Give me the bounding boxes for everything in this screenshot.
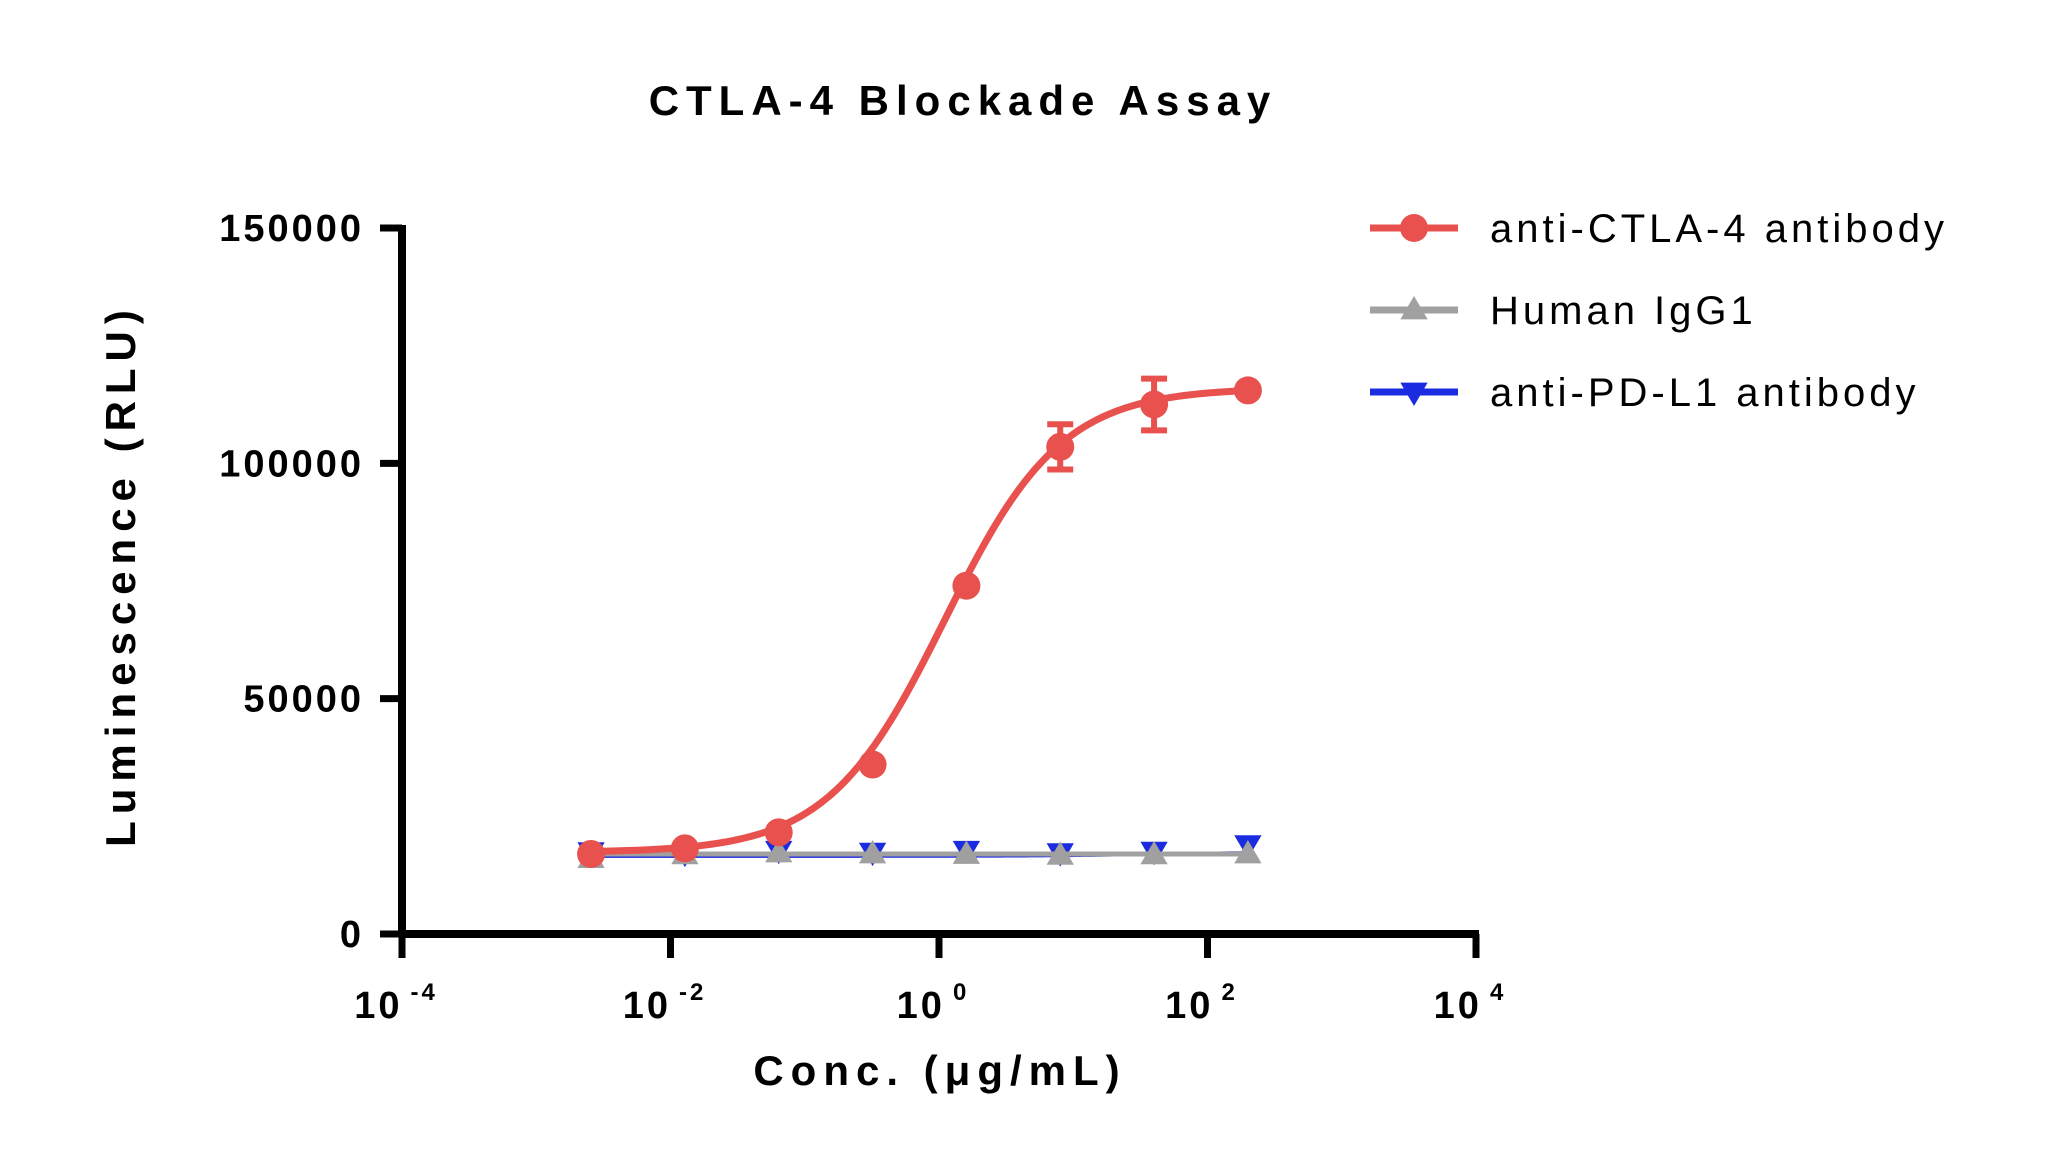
y-tick-label: 100000 [219, 443, 364, 485]
y-tick-label: 50000 [243, 679, 364, 721]
data-point [1140, 840, 1168, 865]
data-point [1140, 390, 1169, 419]
data-point [577, 839, 606, 868]
legend-label: Human IgG1 [1490, 289, 1757, 333]
legend-label: anti-PD-L1 antibody [1490, 371, 1920, 415]
data-point [1046, 432, 1075, 461]
data-point [858, 750, 887, 779]
legend-marker [1400, 295, 1428, 320]
data-point [952, 840, 981, 864]
y-axis-title: Luminescence (RLU) [97, 303, 144, 847]
x-tick-label: 10-4 [354, 979, 438, 1027]
data-point [858, 839, 887, 864]
y-axis: 0 50000 100000 150000 [219, 208, 406, 956]
legend-item: anti-CTLA-4 antibody [1370, 207, 1948, 251]
legend-label: anti-CTLA-4 antibody [1490, 207, 1948, 251]
series-anti-ctla-4-antibody [577, 375, 1262, 868]
data-point [952, 571, 981, 600]
legend-marker [1400, 382, 1428, 407]
plot-area [577, 375, 1262, 869]
legend-marker [1400, 214, 1428, 242]
legend-item: anti-PD-L1 antibody [1370, 371, 1920, 415]
fit-curve [587, 387, 1252, 855]
data-point [1046, 841, 1074, 865]
legend-item: Human IgG1 [1370, 289, 1757, 333]
y-tick-label: 150000 [219, 208, 364, 250]
x-axis-title: Conc. (μg/mL) [753, 1047, 1126, 1094]
data-point [1234, 839, 1262, 864]
x-tick-label: 10-2 [623, 979, 707, 1027]
data-point [670, 834, 699, 863]
data-point [765, 839, 793, 863]
data-point [1233, 376, 1262, 405]
y-tick-label: 0 [340, 914, 364, 956]
chart-title: CTLA-4 Blockade Assay [649, 77, 1278, 124]
data-point [764, 818, 793, 847]
